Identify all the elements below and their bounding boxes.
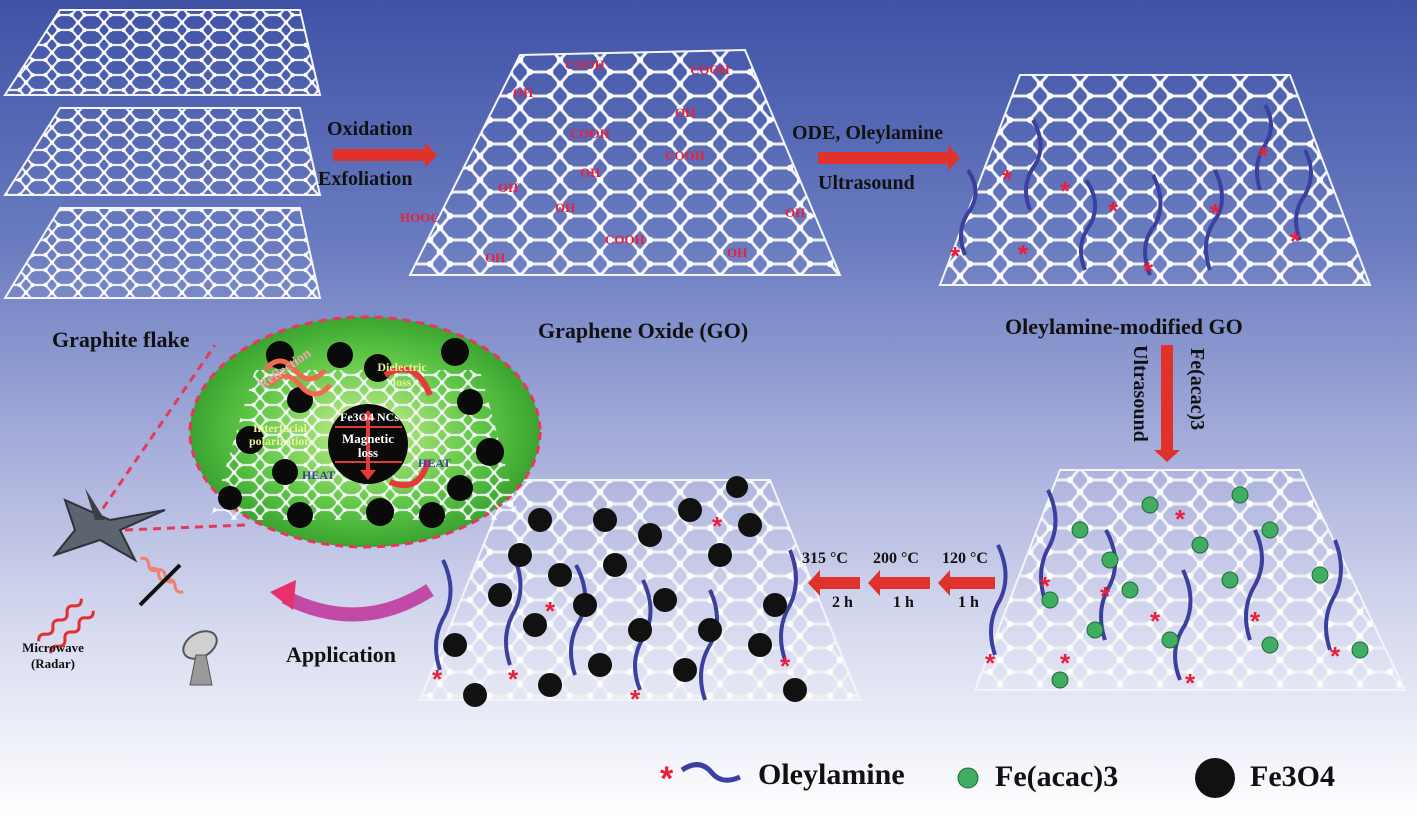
fe3o4-sheet: * * * * * * (418, 476, 862, 714)
group-cooh-3: COOH (570, 126, 610, 141)
group-oh-8: OH (785, 205, 806, 220)
svg-text:*: * (1185, 668, 1196, 698)
svg-text:*: * (432, 664, 443, 694)
svg-text:*: * (1250, 606, 1261, 636)
graphite-flake-sheets (3, 9, 322, 299)
svg-text:*: * (712, 511, 723, 541)
group-oh-4: OH (498, 180, 519, 195)
legend-fe-acac-symbol (957, 767, 979, 789)
ultrasound-label-1: Ultrasound (818, 172, 915, 194)
svg-text:*: * (1100, 581, 1111, 611)
svg-text:*: * (1330, 641, 1341, 671)
inset-dielectric-label: Dielectric loss (377, 360, 427, 389)
group-cooh-1: COOH (565, 57, 605, 72)
legend-fe3o4-symbol (1195, 758, 1235, 798)
group-oh-6: OH (485, 250, 506, 265)
legend-oleylamine-symbol: * (660, 760, 742, 798)
svg-text:*: * (630, 684, 641, 714)
svg-text:*: * (1175, 504, 1186, 534)
microwave-wave-icon (37, 598, 95, 654)
microwave-label: Microwave (Radar) (10, 640, 96, 672)
svg-text:*: * (1290, 226, 1301, 256)
inset-interfacial-label: Interfacial polarization (249, 421, 311, 448)
svg-text:*: * (545, 596, 556, 626)
oleylamine-go-sheet: * * * * * * * * * (938, 74, 1372, 286)
group-cooh-2: COOH (690, 62, 730, 77)
group-oh-7: OH (727, 245, 748, 260)
inset-heat-label-1: HEAT (302, 468, 336, 482)
group-oh-3: OH (580, 165, 601, 180)
application-arrow (270, 580, 434, 622)
graphene-oxide-label: Graphene Oxide (GO) (538, 318, 749, 343)
microwave-text: Microwave (22, 640, 84, 655)
time-1h-b: 1 h (893, 594, 914, 611)
absorption-mechanism-inset (188, 315, 542, 549)
svg-text:*: * (780, 651, 791, 681)
svg-text:*: * (508, 664, 519, 694)
ultrasound-vertical-label: Ultrasound (1128, 345, 1151, 442)
svg-text:*: * (660, 760, 674, 798)
svg-text:*: * (1018, 239, 1029, 269)
zoom-lines (93, 344, 246, 532)
oleylamine-go-label: Oleylamine-modified GO (1005, 314, 1243, 339)
svg-text:*: * (1040, 571, 1051, 601)
fe-acac-vertical-label: Fe(acac)3 (1185, 348, 1208, 430)
group-oh-5: OH (555, 200, 576, 215)
exfoliation-label: Exfoliation (318, 168, 413, 190)
temp-315: 315 °C (802, 550, 848, 567)
time-1h-a: 1 h (958, 594, 979, 611)
ode-oleylamine-label: ODE, Oleylamine (792, 122, 944, 144)
oxidation-label: Oxidation (327, 118, 413, 140)
svg-text:*: * (985, 648, 996, 678)
graphite-flake-label: Graphite flake (52, 327, 190, 352)
svg-text:*: * (1143, 256, 1154, 286)
group-cooh-4: COOH (665, 148, 705, 163)
inset-fe3o4-nc-label: Fe3O4 NCs (340, 410, 399, 424)
group-oh-1: OH (513, 85, 534, 100)
application-label: Application (286, 642, 397, 667)
graphene-oxide-sheet (408, 48, 842, 276)
inset-magnetic-label: Magnetic loss (342, 431, 394, 460)
svg-text:*: * (1150, 606, 1161, 636)
svg-text:*: * (1258, 141, 1269, 171)
svg-text:*: * (1002, 164, 1013, 194)
group-hooc: HOOC (400, 210, 440, 225)
group-oh-2: OH (675, 105, 696, 120)
legend-fe-acac-label: Fe(acac)3 (995, 760, 1119, 793)
inset-heat-label-2: HEAT (418, 456, 452, 470)
svg-text:*: * (1210, 198, 1221, 228)
radar-dish-icon (182, 630, 218, 686)
temp-200: 200 °C (873, 550, 919, 567)
radar-text: (Radar) (30, 656, 76, 671)
svg-text:*: * (1060, 648, 1071, 678)
time-2h: 2 h (832, 594, 853, 611)
svg-text:*: * (950, 241, 961, 271)
legend-oleylamine-label: Oleylamine (758, 758, 905, 791)
fe-acac-vertical-text: Fe(acac)3 (1186, 348, 1208, 431)
fe-acac-sheet: * * * * * * * * * (973, 469, 1407, 698)
reflected-wave-blocked-icon (138, 556, 184, 607)
process-arrows (333, 142, 1180, 596)
temp-120: 120 °C (942, 550, 988, 567)
ultrasound-vertical-text: Ultrasound (1129, 345, 1151, 442)
svg-text:*: * (1108, 196, 1119, 226)
legend-fe3o4-label: Fe3O4 (1250, 760, 1335, 793)
svg-text:*: * (1060, 176, 1071, 206)
aircraft-icon (52, 488, 166, 563)
group-cooh-5: COOH (605, 232, 645, 247)
